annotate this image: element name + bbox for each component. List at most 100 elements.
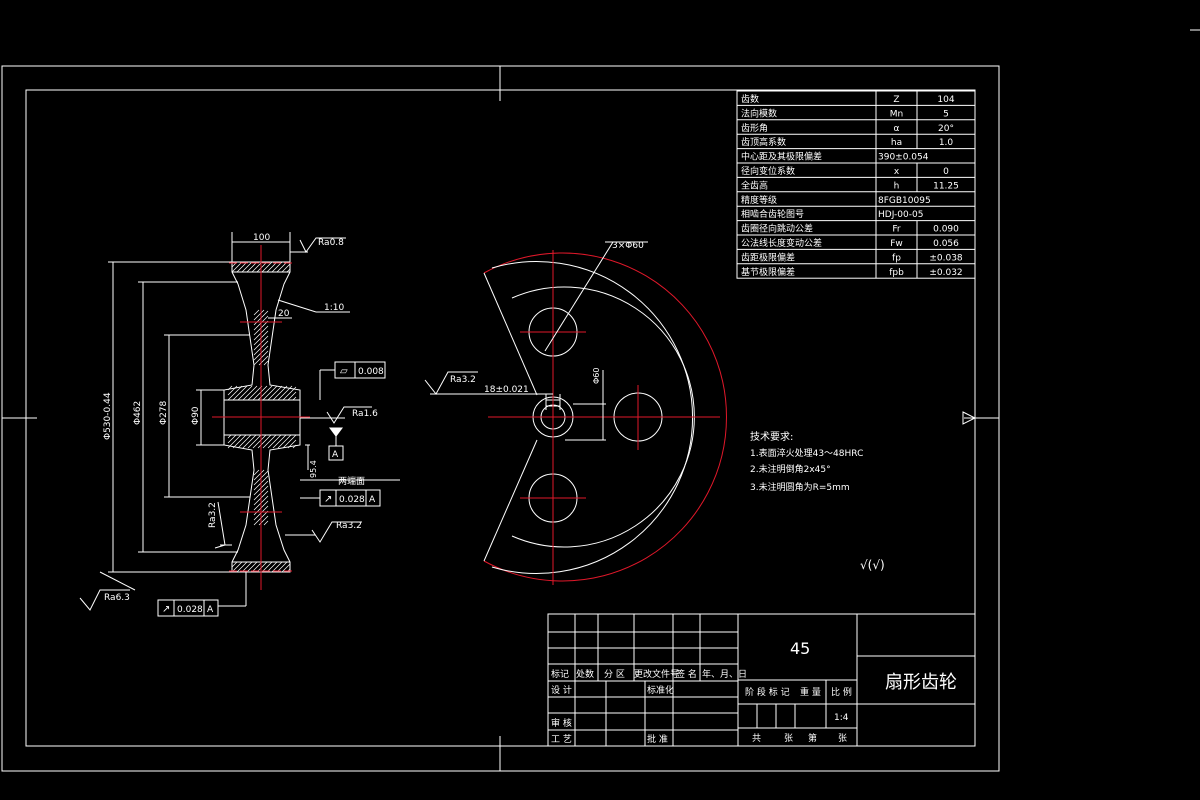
- param-cell: x: [894, 167, 900, 177]
- hatch-line: [247, 434, 262, 449]
- dim-web-dia: Φ278: [159, 400, 169, 425]
- param-cell: 齿数: [741, 93, 759, 105]
- flatness-value: 0.008: [358, 367, 384, 377]
- param-cell: HDJ-00-05: [878, 210, 923, 220]
- runout-bottom-value: 0.028: [177, 605, 203, 615]
- hatch-line: [258, 515, 269, 526]
- param-cell: Mn: [890, 109, 903, 119]
- hatch-line: [266, 261, 278, 273]
- param-cell: 齿形角: [741, 122, 768, 134]
- hatch-line: [242, 434, 257, 449]
- dim-rim-20: 20: [278, 309, 290, 319]
- both-faces: 两端面: [338, 475, 365, 487]
- hatch-line: [256, 561, 268, 573]
- tip-circle-arc: [483, 252, 727, 582]
- hatch-line: [251, 261, 263, 273]
- param-cell: Fr: [892, 225, 901, 235]
- material: 45: [790, 639, 810, 658]
- hatch-line: [227, 434, 237, 444]
- hatch-line: [237, 434, 252, 449]
- param-cell: ±0.032: [929, 268, 962, 278]
- hatch-line: [253, 309, 265, 321]
- hatch-line: [241, 261, 253, 273]
- hatch-line: [257, 434, 272, 449]
- tech-req-title: 技术要求:: [750, 430, 793, 443]
- hatch-line: [262, 385, 278, 401]
- param-cell: 公法线长度变动公差: [741, 237, 822, 249]
- param-cell: 齿距极限偏差: [741, 251, 795, 263]
- param-cell: 中心距及其极限偏差: [741, 151, 822, 163]
- surface-note: √(√): [860, 558, 885, 572]
- param-cell: 390±0.054: [878, 153, 929, 163]
- ra-hub: Ra1.6: [352, 409, 378, 419]
- tech-req-item-2: 2.未注明倒角2x45°: [750, 463, 831, 475]
- hatch-line: [247, 385, 263, 401]
- runout-bottom-datum: A: [207, 605, 214, 615]
- ra-top: Ra0.8: [318, 238, 344, 248]
- tb-header-5: 年、月、日: [702, 668, 747, 680]
- title-block: 45 扇形齿轮 1:4 标记 处数 分 区 更改文件号 签 名 年、月、日 设 …: [547, 613, 976, 747]
- hatch-line: [267, 385, 283, 401]
- dim-bore-small: Φ60: [592, 368, 601, 384]
- hatch-line: [263, 520, 269, 526]
- param-cell: 0.056: [933, 239, 959, 249]
- param-cell: α: [894, 124, 900, 134]
- flatness-symbol: ⏥: [340, 366, 348, 377]
- tb-header-3: 更改文件号: [634, 668, 679, 680]
- param-cell: 齿圈径向跳动公差: [741, 223, 813, 235]
- sector-edge-top: [483, 272, 538, 396]
- hatch-line: [242, 385, 258, 401]
- hatch-line: [271, 261, 283, 273]
- scale-value: 1:4: [834, 713, 849, 723]
- runout-face-datum: A: [369, 495, 376, 505]
- hatch-line: [232, 434, 247, 449]
- tb-sheets-zhang: 张: [784, 733, 793, 744]
- param-cell: Z: [893, 95, 899, 105]
- hatch-line: [227, 385, 238, 396]
- param-cell: fpb: [889, 268, 904, 278]
- hatch-line: [272, 434, 287, 449]
- param-cell: Fw: [890, 239, 903, 249]
- front-view: 3×Φ60 Ra3.2 18±0.021 Φ60: [424, 241, 727, 585]
- hatch-line: [287, 391, 297, 401]
- section-view: 100 20 1:10 Ra0.8 0.008 ⏥ Ra1.6 A 0.028 …: [79, 232, 400, 617]
- hatch-line: [246, 261, 258, 273]
- tb-sheets: 共: [752, 733, 761, 744]
- hatch-line: [276, 261, 288, 273]
- param-cell: ha: [891, 138, 902, 148]
- section-outline: [223, 261, 301, 573]
- param-cell: 5: [943, 109, 949, 119]
- hatch-line: [282, 434, 297, 449]
- outer-frame: [1, 65, 1000, 772]
- param-cell: 104: [937, 95, 954, 105]
- runout-bottom-symbol: ↗: [162, 604, 170, 615]
- hatch-line: [251, 561, 263, 573]
- dim-outer-dia: Φ530-0.44: [103, 392, 113, 440]
- tb-header-2: 分 区: [604, 669, 625, 680]
- hatch-line: [281, 563, 291, 573]
- hatch-line: [253, 469, 260, 476]
- hatch-line: [241, 561, 253, 573]
- dimension-lines: [79, 232, 400, 617]
- hatch-line: [281, 263, 291, 273]
- hatch-line: [253, 309, 260, 316]
- param-cell: 0.090: [933, 225, 959, 235]
- hatch-line: [272, 385, 288, 401]
- hatch-line: [246, 561, 258, 573]
- hatch-line: [263, 360, 269, 366]
- dim-inner-rim: Φ462: [133, 401, 143, 425]
- dim-keyway: 18±0.021: [484, 385, 529, 395]
- hatch-line: [232, 385, 248, 401]
- hatch-line: [231, 261, 243, 273]
- hatch-line: [257, 385, 273, 401]
- param-cell: 11.25: [933, 181, 959, 191]
- param-cell: 齿顶高系数: [741, 136, 786, 148]
- tb-design: 设 计: [551, 684, 572, 696]
- tb-header-0: 标记: [551, 668, 569, 680]
- tb-sheet-zhang: 张: [838, 733, 847, 744]
- param-cell: ±0.038: [929, 253, 963, 263]
- param-cell: 1.0: [939, 138, 954, 148]
- tech-req-item-3: 3.未注明圆角为R=5mm: [750, 481, 850, 493]
